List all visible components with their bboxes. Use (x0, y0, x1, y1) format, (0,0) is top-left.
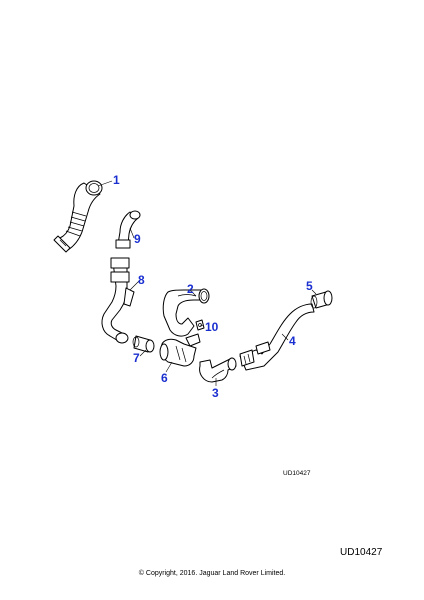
part-3-bent-hose (199, 357, 237, 383)
part-6-coupling (159, 333, 201, 367)
callout-6: 6 (161, 371, 168, 385)
part-2-elbow-duct (162, 288, 210, 337)
copyright-notice: © Copyright, 2016. Jaguar Land Rover Lim… (138, 570, 286, 577)
part-4-long-hose (239, 303, 315, 371)
callout-2: 2 (187, 282, 194, 296)
part-8-pipe-with-bracket (101, 257, 135, 344)
callout-3: 3 (212, 386, 219, 400)
part-1-intake-hose (53, 180, 103, 253)
callout-4: 4 (289, 334, 296, 348)
callout-10: 10 (205, 320, 219, 334)
callout-7: 7 (133, 351, 140, 365)
part-5-end-fitting (310, 290, 333, 309)
callout-1: 1 (113, 173, 120, 187)
illustration-reference: UD10427 (283, 470, 311, 477)
reference-code: UD10427 (340, 547, 383, 558)
part-9-elbow-hose (115, 210, 141, 249)
leader-lines (97, 180, 317, 386)
callout-9: 9 (134, 232, 141, 246)
callout-8: 8 (138, 273, 145, 287)
callout-5: 5 (306, 279, 313, 293)
part-7-connector (132, 335, 155, 353)
